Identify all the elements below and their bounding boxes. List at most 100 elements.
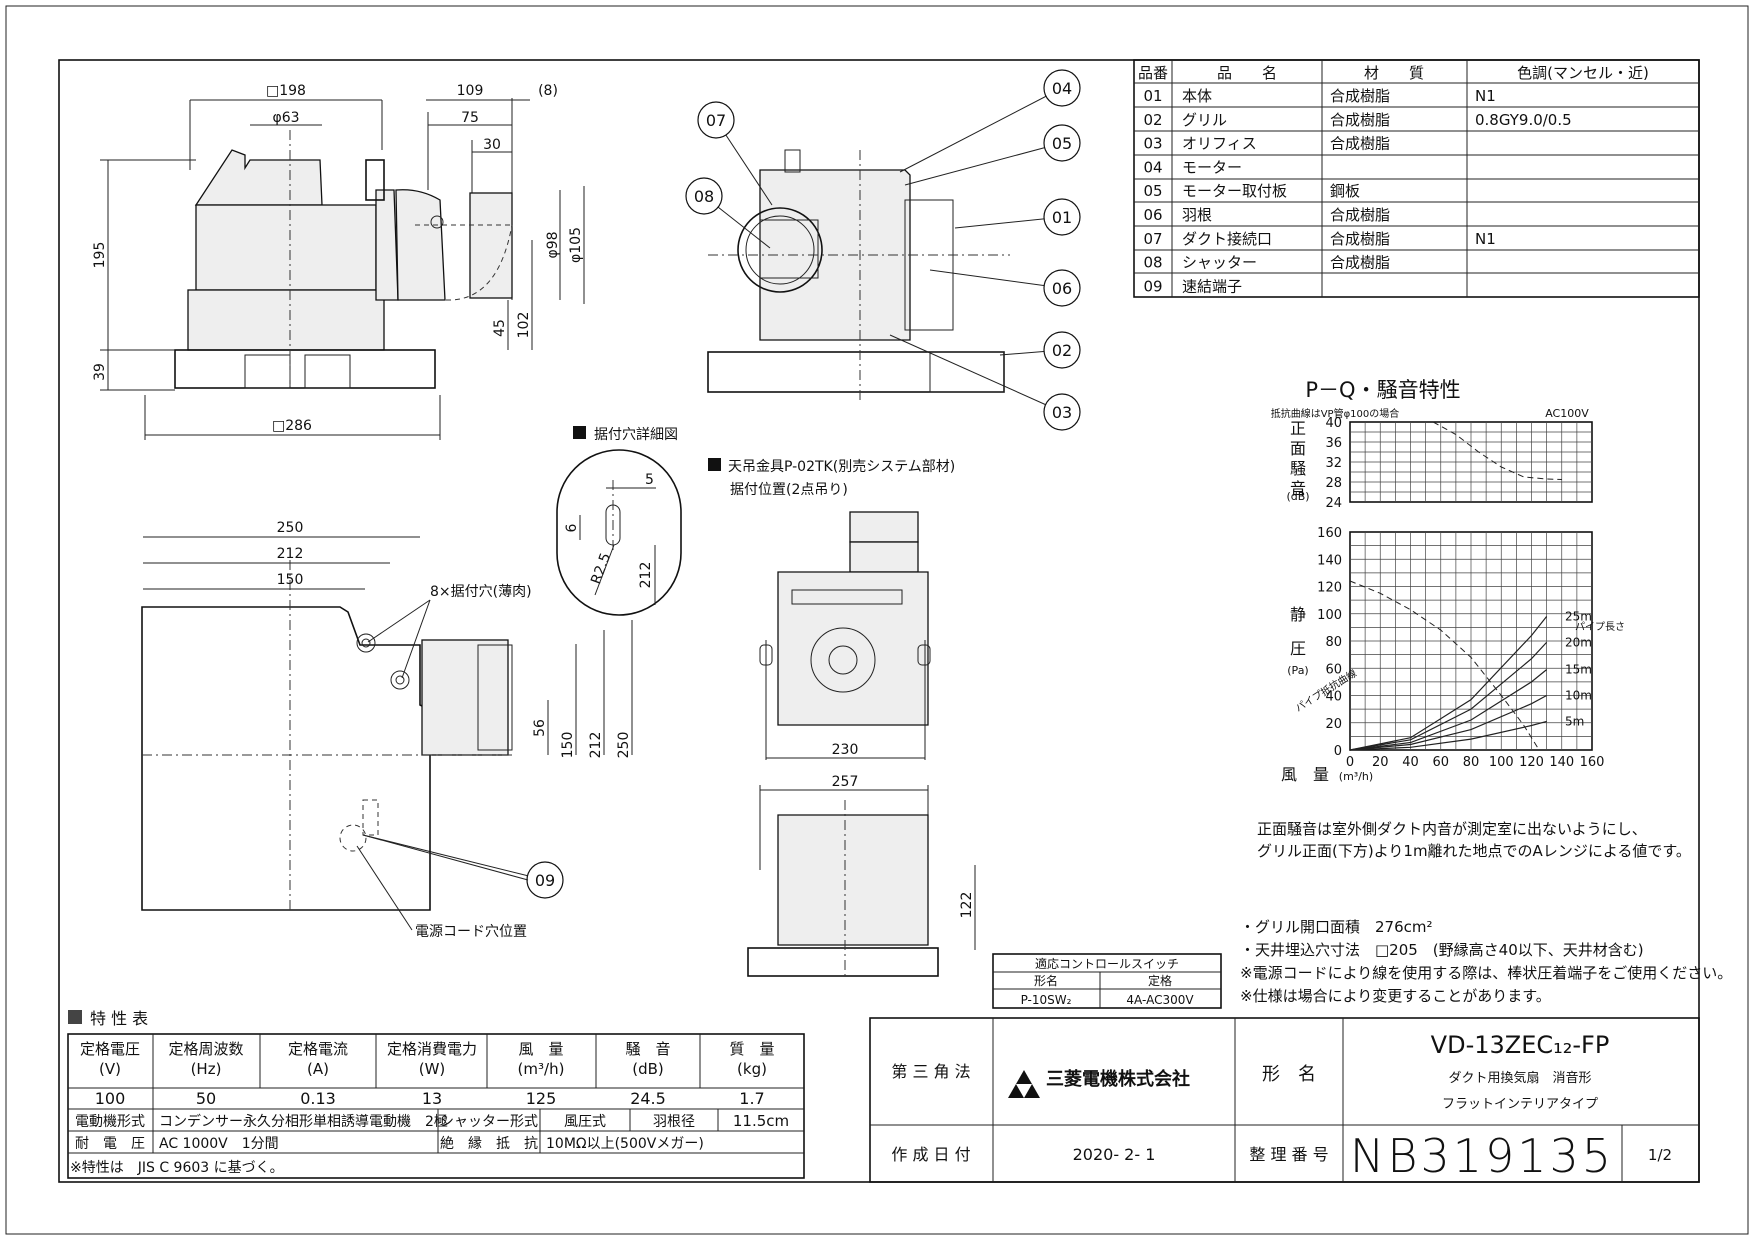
dim-109: 109 xyxy=(457,83,484,99)
callout-number: 05 xyxy=(1052,134,1072,153)
pressure-unit: (Pa) xyxy=(1287,664,1308,677)
parts-row-no: 03 xyxy=(1143,135,1162,153)
x-tick: 160 xyxy=(1580,755,1605,770)
spec-withstand-label: 耐 電 圧 xyxy=(75,1136,145,1152)
noise-note-2: グリル正面(下方)より1m離れた地点でのAレンジによる値です。 xyxy=(1257,842,1691,860)
callout-number: 04 xyxy=(1052,79,1072,98)
dim-width-198: □198 xyxy=(266,83,306,99)
hole-detail: 据付穴詳細図 5 6 R2.5 212 xyxy=(556,426,682,616)
spec-blade-label: 羽根径 xyxy=(653,1114,695,1130)
spec-columns: 定格電圧(V)100定格周波数(Hz)50定格電流(A)0.13定格消費電力(W… xyxy=(80,1040,775,1108)
x-tick: 80 xyxy=(1463,755,1480,770)
plan-hole-label: 8×据付穴(薄肉) xyxy=(430,584,532,600)
spec-insulation-value: 10MΩ以上(500Vメガー) xyxy=(546,1136,704,1152)
hole-dim-5: 5 xyxy=(645,472,654,488)
dim-phi-105: φ105 xyxy=(568,227,584,263)
noise-tick: 40 xyxy=(1325,416,1342,431)
parts-row-name: シャッター xyxy=(1182,254,1257,272)
spec-header: 定格電圧 xyxy=(80,1040,140,1058)
pressure-tick: 140 xyxy=(1317,553,1342,568)
parts-row-name: ダクト接続口 xyxy=(1182,230,1272,248)
noise-curve xyxy=(1432,421,1562,480)
spec-note-4: ※仕様は場合により変更することがあります。 xyxy=(1240,987,1551,1005)
parts-header-material: 材 質 xyxy=(1364,64,1424,82)
x-tick: 0 xyxy=(1346,755,1354,770)
parts-row-material: 合成樹脂 xyxy=(1330,254,1390,272)
dim-75: 75 xyxy=(461,110,479,126)
parts-row-color: 0.8GY9.0/0.5 xyxy=(1475,111,1572,129)
switch-title: 適応コントロールスイッチ xyxy=(1035,956,1179,971)
hanger-dim-230: 230 xyxy=(832,742,859,758)
pressure-ylabel-char: 静 xyxy=(1290,605,1306,624)
hole-detail-title: 据付穴詳細図 xyxy=(594,427,678,443)
dim-39: 39 xyxy=(92,363,108,381)
front-view: □198 109 (8) φ63 75 30 195 xyxy=(92,83,585,440)
callout-leader xyxy=(929,269,1063,289)
parts-row-material: 合成樹脂 xyxy=(1330,206,1390,224)
pipe-length-label: 10m xyxy=(1565,689,1592,703)
spec-unit: (W) xyxy=(419,1060,446,1078)
callout-number: 09 xyxy=(535,871,555,890)
noise-ylabel-char: 騒 xyxy=(1290,459,1306,478)
spec-header: 定格消費電力 xyxy=(387,1040,477,1058)
spec-note-3: ※電源コードにより線を使用する際は、棒状圧着端子をご使用ください。 xyxy=(1240,964,1732,982)
spec-note-1: ・グリル開口面積 276cm² xyxy=(1240,918,1433,936)
switch-rating: 4A-AC300V xyxy=(1126,993,1194,1007)
parts-row-material: 合成樹脂 xyxy=(1330,135,1390,153)
pq-resistance-curve xyxy=(1349,641,1548,751)
power-cord-label: 電源コード穴位置 xyxy=(415,924,527,940)
x-tick: 20 xyxy=(1372,755,1389,770)
dim-30: 30 xyxy=(483,137,501,153)
mitsubishi-logo-icon xyxy=(1008,1070,1040,1098)
pipe-length-label: 15m xyxy=(1565,663,1592,677)
spec-footnote: ※特性は JIS C 9603 に基づく。 xyxy=(70,1159,284,1176)
pq-resistance-curve xyxy=(1349,720,1547,751)
callout-number: 06 xyxy=(1052,279,1072,298)
spec-unit: (m³/h) xyxy=(518,1060,565,1078)
spec-unit: (A) xyxy=(307,1060,329,1078)
parts-row-no: 02 xyxy=(1143,111,1162,129)
noise-tick: 24 xyxy=(1325,496,1342,511)
parts-row-no: 07 xyxy=(1143,230,1162,248)
spec-header: 定格電流 xyxy=(288,1040,348,1058)
plan-dim-212-v: 212 xyxy=(588,732,604,759)
outer-border xyxy=(5,5,1749,1235)
dim-102: 102 xyxy=(516,312,532,339)
pressure-tick: 100 xyxy=(1317,608,1342,623)
noise-tick: 36 xyxy=(1325,436,1342,451)
hole-dim-r25: R2.5 xyxy=(588,551,614,587)
dim-phi-98: φ98 xyxy=(545,231,561,258)
pressure-tick: 60 xyxy=(1325,662,1342,677)
parts-row-no: 09 xyxy=(1143,277,1162,295)
noise-tick: 28 xyxy=(1325,476,1342,491)
pressure-tick: 40 xyxy=(1325,690,1342,705)
pressure-tick: 120 xyxy=(1317,581,1342,596)
switch-header-model: 形名 xyxy=(1034,973,1058,988)
dim-45: 45 xyxy=(492,319,508,337)
callout-leader xyxy=(362,834,546,881)
spec-withstand-value: AC 1000V 1分間 xyxy=(159,1136,279,1152)
pq-chart: P－Q・騒音特性 抵抗曲線はVP管φ100の場合 AC100V 40363228… xyxy=(1271,378,1625,784)
pq-lines xyxy=(1349,421,1562,751)
page-number: 1/2 xyxy=(1648,1146,1672,1164)
callout-leader xyxy=(889,334,1063,413)
pressure-tick: 0 xyxy=(1334,744,1342,759)
number-label: 整 理 番 号 xyxy=(1249,1145,1328,1164)
parts-row-no: 08 xyxy=(1143,254,1162,272)
spec-header: 質 量 xyxy=(729,1040,774,1058)
parts-row-color: N1 xyxy=(1475,87,1496,105)
spec-value: 100 xyxy=(95,1089,126,1108)
pq-resistance-curve xyxy=(1349,694,1547,751)
pressure-tick: 80 xyxy=(1325,635,1342,650)
switch-header-rating: 定格 xyxy=(1148,973,1172,988)
spec-table: 特 性 表 定格電圧(V)100定格周波数(Hz)50定格電流(A)0.13定格… xyxy=(67,1009,805,1179)
callout-circle xyxy=(1043,198,1081,236)
parts-row-name: 速結端子 xyxy=(1182,277,1242,295)
parts-row-name: 本体 xyxy=(1182,87,1212,105)
plan-view: 250 212 150 8×据付穴(薄肉) 56 150 212 250 電源コ… xyxy=(141,520,633,940)
spec-shutter-label: シャッター形式 xyxy=(440,1114,538,1130)
parts-header-color: 色調(マンセル・近) xyxy=(1517,64,1649,82)
parts-row-material: 合成樹脂 xyxy=(1330,87,1390,105)
pressure-tick: 20 xyxy=(1325,717,1342,732)
